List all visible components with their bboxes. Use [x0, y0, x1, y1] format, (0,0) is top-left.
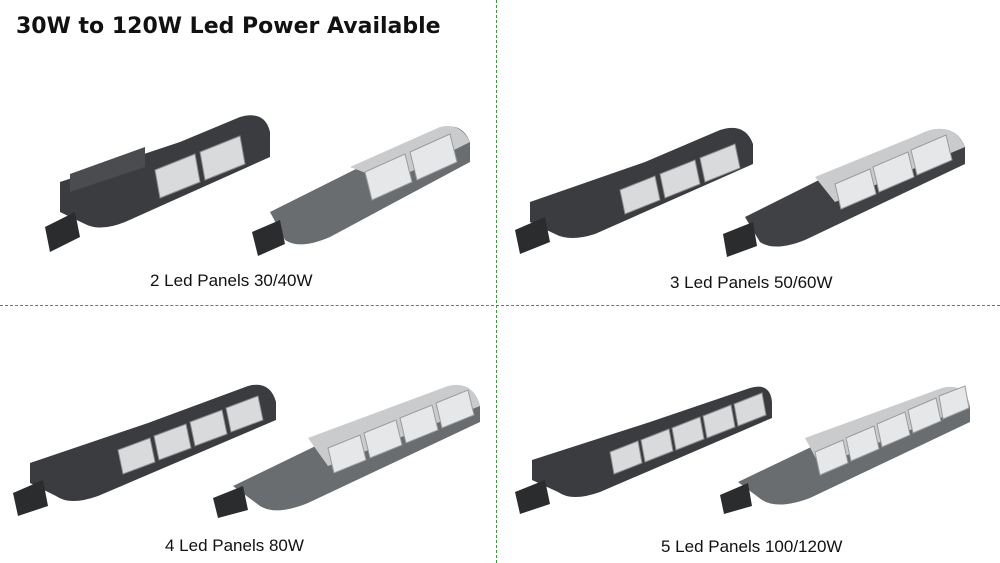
silver-lamp-image — [723, 128, 965, 257]
dark-lamp-image — [515, 386, 772, 514]
lamp-pair-4-panels — [13, 384, 480, 518]
caption-3-panels: 3 Led Panels 50/60W — [670, 273, 833, 292]
silver-lamp-image — [720, 385, 970, 514]
dark-lamp-image — [13, 384, 276, 516]
dark-lamp-image — [45, 115, 270, 252]
lamp-pair-3-panels — [515, 127, 965, 257]
silver-lamp-image — [213, 384, 480, 518]
lamp-pair-2-panels — [45, 115, 470, 256]
dark-lamp-image — [515, 127, 753, 254]
horizontal-divider — [0, 305, 1000, 306]
caption-4-panels: 4 Led Panels 80W — [165, 536, 304, 555]
page-title: 30W to 120W Led Power Available — [16, 14, 441, 39]
lamp-pair-5-panels — [515, 385, 970, 514]
caption-2-panels: 2 Led Panels 30/40W — [150, 271, 313, 290]
vertical-divider — [496, 0, 497, 563]
caption-5-panels: 5 Led Panels 100/120W — [661, 537, 843, 556]
silver-lamp-image — [252, 126, 470, 256]
